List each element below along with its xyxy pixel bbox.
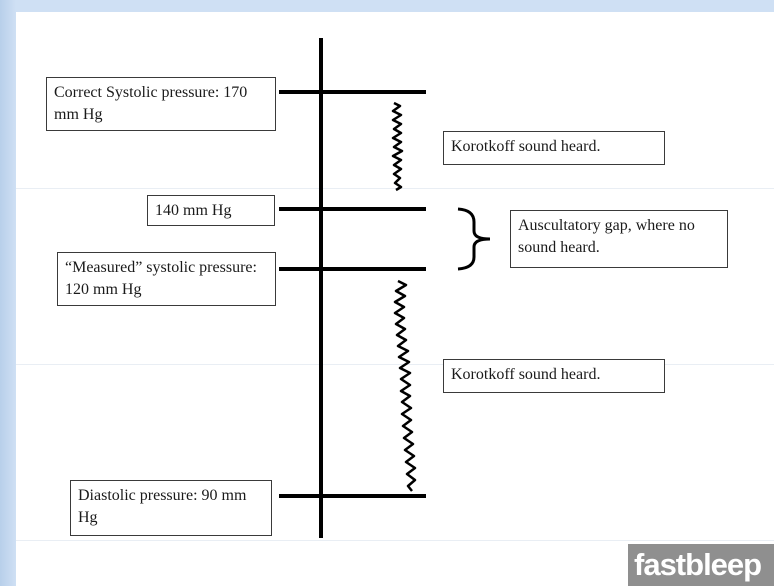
fastbleep-logo: fastbleep — [628, 544, 774, 586]
label-diastolic: Diastolic pressure: 90 mm Hg — [70, 480, 272, 536]
band-divider — [16, 540, 774, 541]
label-correct-systolic: Correct Systolic pressure: 170 mm Hg — [46, 77, 276, 131]
korotkoff-trace-upper — [391, 101, 404, 192]
korotkoff-trace-lower — [393, 279, 417, 492]
label-korotkoff-lower: Korotkoff sound heard. — [443, 359, 665, 393]
gap-brace — [457, 207, 491, 271]
band-divider — [16, 188, 774, 189]
label-140: 140 mm Hg — [147, 195, 275, 226]
band-divider — [16, 364, 774, 365]
left-edge-shade — [0, 0, 16, 586]
label-korotkoff-upper: Korotkoff sound heard. — [443, 131, 665, 165]
label-auscultatory-gap: Auscultatory gap, where no sound heard. — [510, 210, 728, 268]
label-measured-systolic: “Measured” systolic pressure: 120 mm Hg — [57, 252, 276, 306]
